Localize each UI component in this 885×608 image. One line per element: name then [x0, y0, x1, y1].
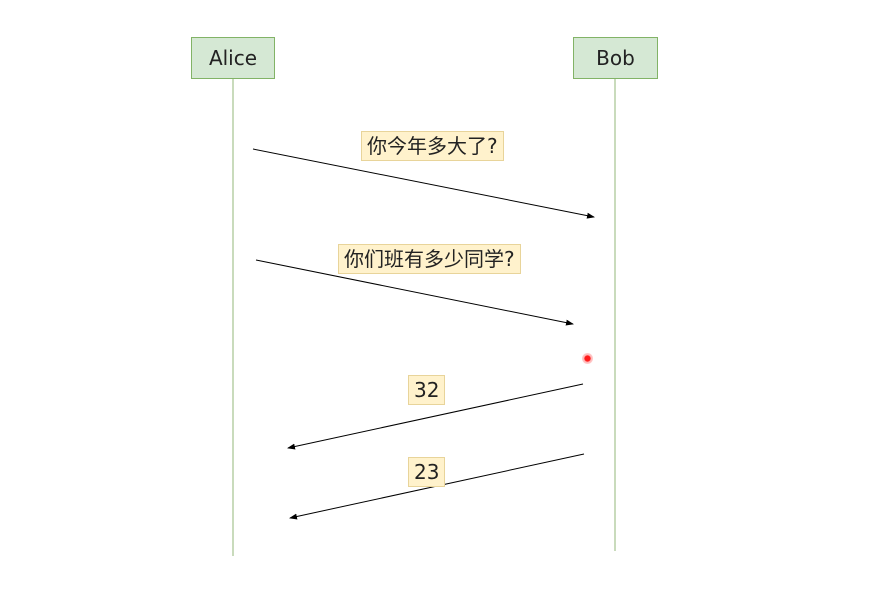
actor-alice-label: Alice	[208, 46, 258, 70]
message-arrow-1	[252, 148, 595, 219]
message-label-4[interactable]: 23	[408, 457, 446, 487]
red-dot-pointer-icon	[582, 353, 593, 364]
message-label-3[interactable]: 32	[408, 375, 446, 405]
message-arrow-3	[287, 383, 584, 450]
actor-alice[interactable]: Alice	[191, 37, 275, 79]
message-label-2[interactable]: 你们班有多少同学?	[338, 244, 521, 274]
message-arrow-2	[255, 259, 574, 326]
message-label-1[interactable]: 你今年多大了?	[361, 131, 504, 161]
actor-bob[interactable]: Bob	[573, 37, 658, 79]
actor-bob-label: Bob	[596, 46, 635, 70]
